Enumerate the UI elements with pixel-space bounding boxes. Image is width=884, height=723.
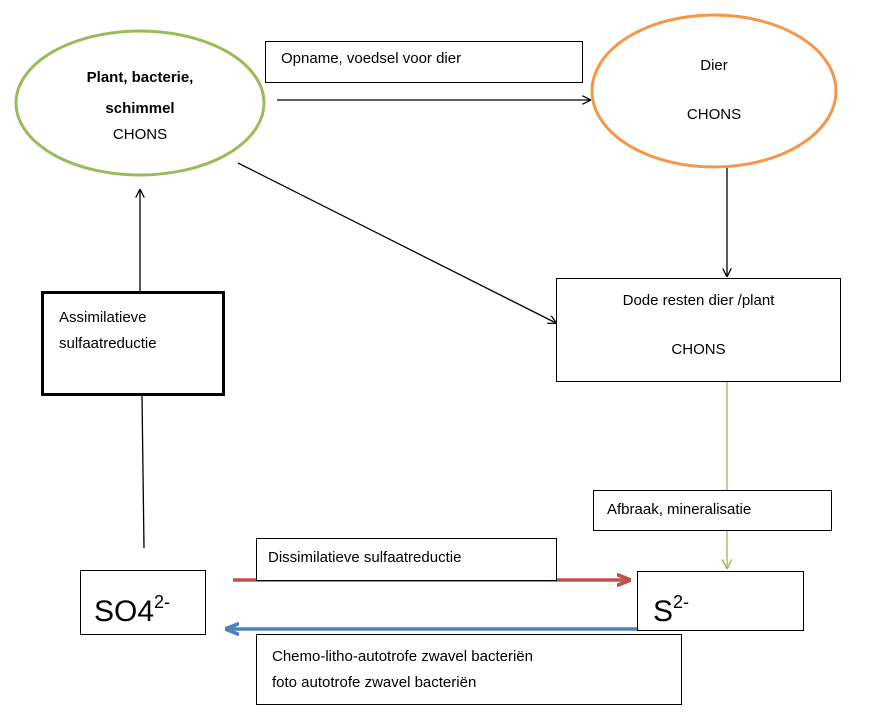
producers-node: Plant, bacterie, schimmel CHONS — [40, 62, 240, 146]
assimilatory-label-line1: Assimilatieve — [59, 309, 147, 326]
animal-formula: CHONS — [686, 106, 742, 123]
sulfate-base: SO4 — [94, 595, 155, 628]
assimilatory-label-line2: sulfaatreductie — [59, 335, 157, 352]
sulfide-node: S2- — [637, 571, 804, 631]
sulfate-node: SO42- — [80, 570, 206, 635]
mineralisation-label: Afbraak, mineralisatie — [607, 501, 752, 518]
oxidation-label-line1: Chemo-litho-autotrofe zwavel bacteriën — [272, 648, 533, 665]
remains-formula: CHONS — [671, 341, 726, 358]
oxidation-label-box: Chemo-litho-autotrofe zwavel bacteriën f… — [256, 634, 682, 705]
sulfate-charge: 2- — [154, 592, 171, 612]
animal-name: Dier — [700, 57, 728, 74]
producers-formula: CHONS — [112, 126, 168, 143]
remains-node: Dode resten dier /plant CHONS — [556, 278, 841, 382]
dissimilatory-label-box: Dissimilatieve sulfaatreductie — [256, 538, 557, 581]
mineralisation-label-box: Afbraak, mineralisatie — [593, 490, 832, 531]
animal-ellipse — [590, 13, 838, 169]
assimilatory-arrow-lower — [141, 395, 145, 549]
assimilatory-label-box: Assimilatieve sulfaatreductie — [41, 291, 225, 396]
sulfide-base: S — [653, 595, 674, 628]
producers-name: Plant, bacterie, schimmel — [86, 69, 194, 117]
dissimilatory-label: Dissimilatieve sulfaatreductie — [268, 549, 462, 566]
sulfide-charge: 2- — [673, 592, 690, 612]
uptake-label: Opname, voedsel voor dier — [281, 50, 462, 67]
remains-name: Dode resten dier /plant — [622, 292, 775, 309]
oxidation-label-line2: foto autotrofe zwavel bacteriën — [272, 674, 477, 691]
producers-ellipse — [14, 29, 266, 177]
uptake-label-box: Opname, voedsel voor dier — [265, 41, 583, 83]
producers-to-remains-arrow — [237, 162, 556, 323]
animal-node: Dier CHONS — [614, 55, 814, 126]
